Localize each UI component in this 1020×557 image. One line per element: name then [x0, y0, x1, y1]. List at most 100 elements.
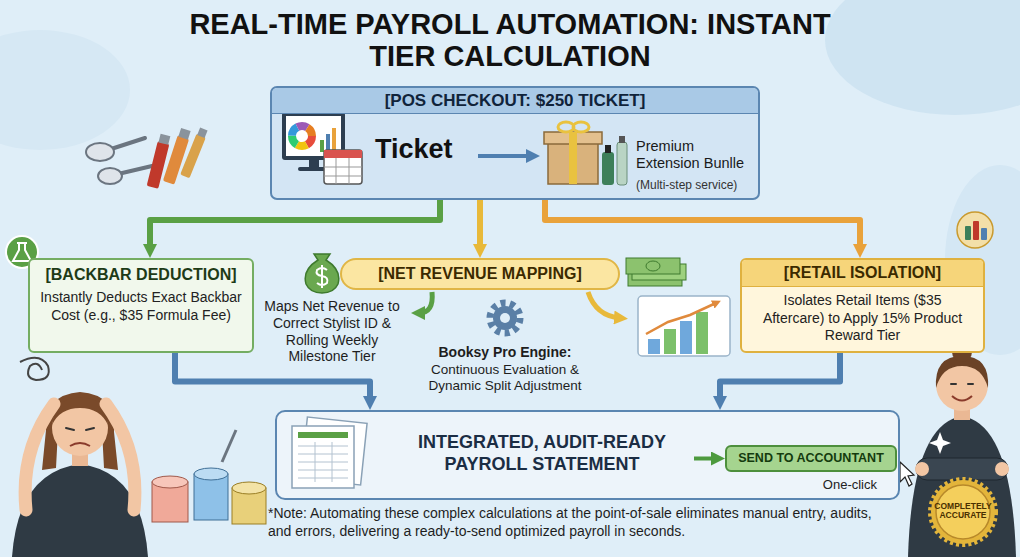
node-text: Ticket	[375, 134, 453, 165]
stressed-stylist	[66, 428, 94, 430]
pos-monitor	[292, 126, 312, 146]
happy-stylist	[952, 396, 972, 401]
pos-monitor	[292, 126, 312, 146]
background-blobs	[825, 0, 1020, 115]
backbar-tools	[197, 128, 207, 138]
stressed-stylist	[106, 404, 135, 510]
money-bag	[305, 254, 339, 293]
happy-stylist	[915, 462, 929, 476]
stressed-stylist	[25, 404, 54, 510]
growth-chart	[664, 329, 676, 354]
node-fills	[275, 410, 900, 500]
send-button: SEND TO ACCOUNTANTOne-click	[725, 445, 897, 472]
mapping-arrows	[588, 292, 620, 318]
ticket-arrow	[478, 154, 532, 158]
calendar-icon	[324, 150, 362, 184]
happy-stylist	[916, 458, 1008, 480]
pos-monitor	[292, 126, 312, 146]
growth-chart	[648, 339, 660, 354]
growth-chart	[646, 303, 716, 334]
paint-pots	[222, 430, 236, 462]
retail-box: [RETAIL ISOLATION]Isolates Retail Items …	[740, 258, 985, 353]
happy-stylist	[951, 383, 973, 385]
cash-stack	[626, 258, 680, 274]
accuracy-badge	[931, 480, 995, 544]
flow-arrow	[150, 200, 440, 250]
backbar-tools	[86, 128, 208, 189]
gear-icon	[500, 313, 510, 323]
stressed-stylist	[52, 398, 108, 425]
mapping-arrows	[419, 292, 620, 318]
node-text: (Multi-step service)	[636, 178, 737, 192]
engine-note: Continuous Evaluation & Dynamic Split Ad…	[410, 362, 600, 394]
node-heading: [BACKBAR DEDUCTION]	[45, 266, 236, 284]
pos-checkout-box: [POS CHECKOUT: $250 TICKET]TicketPremium…	[270, 86, 760, 200]
paint-pots	[194, 474, 228, 520]
backbar-tools	[180, 134, 206, 179]
cash-stack	[646, 261, 660, 271]
growth-chart	[680, 321, 692, 354]
stressed-stylist	[70, 443, 90, 446]
engine-heading: Booksy Pro Engine:	[410, 344, 600, 360]
payroll-document-icon	[298, 432, 348, 438]
growth-chart	[696, 312, 708, 354]
backbar-tools	[118, 166, 152, 174]
payroll-document-icon	[298, 442, 348, 482]
beaker-icon	[13, 243, 31, 261]
paint-pots	[152, 430, 266, 524]
calendar-icon	[324, 150, 362, 158]
node-text: One-click	[823, 477, 877, 492]
pos-monitor	[292, 126, 312, 146]
calendar-icon	[324, 150, 362, 184]
product-bottles	[602, 152, 614, 185]
flow-arrow	[694, 457, 717, 461]
gear-icon	[490, 303, 520, 333]
background-blobs	[0, 0, 1020, 355]
node-heading: [RETAIL ISOLATION]	[742, 260, 983, 287]
payroll-document-icon	[292, 426, 354, 488]
pos-monitor	[292, 126, 312, 146]
gift-box	[544, 122, 602, 184]
payroll-document-icon	[292, 417, 367, 488]
retail-icon	[957, 212, 993, 248]
cash-stack	[626, 258, 686, 286]
flow-arrow	[477, 200, 483, 250]
backbar-tools	[163, 135, 189, 184]
node-heading: [NET REVENUE MAPPING]	[378, 265, 582, 283]
retail-icon	[957, 212, 993, 248]
gear-icon	[490, 303, 520, 333]
net-revenue-header: [NET REVENUE MAPPING]	[340, 258, 620, 290]
mouse-cursor	[900, 462, 914, 486]
happy-stylist	[929, 432, 951, 454]
product-bottles	[619, 136, 625, 143]
footnote: *Note: Automating these complex calculat…	[268, 505, 898, 540]
badge-text: COMPLETELY ACCURATE	[931, 502, 995, 521]
money-bag	[317, 265, 328, 288]
flow-arrow	[720, 353, 840, 402]
stressed-stylist	[20, 358, 49, 380]
money-bag	[305, 254, 339, 293]
accuracy-badge	[931, 480, 995, 544]
mapping-arrows	[419, 292, 432, 313]
gear-icon	[493, 306, 517, 330]
growth-chart	[638, 296, 730, 356]
pos-monitor	[292, 126, 312, 146]
backbar-box: [BACKBAR DEDUCTION]Instantly Deducts Exa…	[28, 258, 254, 353]
product-bottles	[602, 136, 627, 185]
pos-monitor	[320, 140, 324, 152]
payroll-statement-box: INTEGRATED, AUDIT-READY PAYROLL STATEMEN…	[275, 410, 900, 500]
product-bottles	[617, 142, 627, 185]
gift-box	[573, 122, 589, 132]
growth-chart	[638, 296, 730, 356]
gift-box	[569, 132, 577, 184]
retail-icon	[965, 226, 971, 240]
happy-stylist	[908, 342, 1016, 557]
node-text: Premium Extension Bunlle	[636, 138, 756, 173]
backbar-tools	[86, 143, 114, 161]
product-bottles	[605, 145, 611, 153]
node-fills	[270, 86, 760, 200]
backbar-tools	[178, 128, 190, 140]
paint-pots	[152, 476, 188, 488]
calendar-icon	[324, 158, 362, 184]
